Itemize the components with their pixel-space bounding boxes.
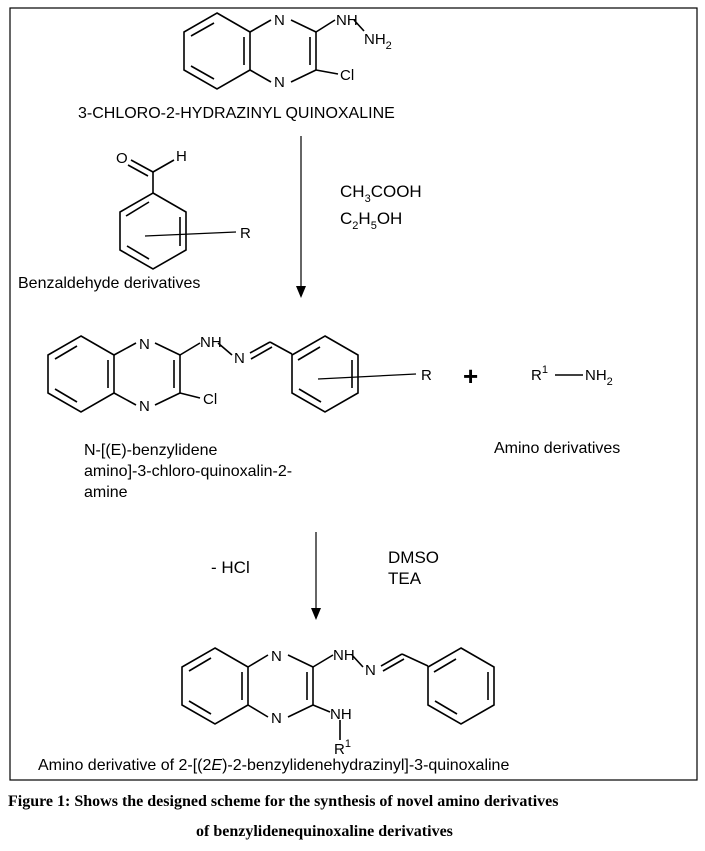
product-structure: N N NH N NH R1 (181, 647, 495, 758)
scheme-frame (9, 7, 698, 781)
amine-structure: R1 NH2 (531, 364, 613, 388)
reagent-acetic-acid: CH3COOH (340, 182, 422, 205)
atom-nh: NH (333, 647, 355, 664)
atom-o: O (116, 150, 128, 167)
amine-r: R1 (531, 364, 548, 384)
plus-sign: + (463, 361, 478, 391)
atom-nh2: NH2 (364, 31, 392, 52)
atom-h: H (176, 148, 187, 165)
atom-n-bottom: N (271, 710, 282, 727)
atom-n-bottom: N (274, 74, 285, 91)
atom-nh: NH (336, 12, 358, 29)
atom-cl: Cl (203, 391, 217, 408)
figure-caption-line2: of benzylidenequinoxaline derivatives (196, 823, 453, 840)
reagent-minus-hcl: - HCl (211, 558, 250, 577)
amine-label: Amino derivatives (494, 440, 620, 457)
intermediate-structure: N N NH N Cl R (47, 334, 432, 415)
aldehyde-structure: O H R (116, 148, 251, 270)
atom-n-top: N (139, 336, 150, 353)
reagent-ethanol: C2H5OH (340, 209, 402, 232)
figure-caption-line1: Figure 1: Shows the designed scheme for … (8, 793, 559, 810)
intermediate-name-line3: amine (84, 484, 128, 501)
product-name: Amino derivative of 2-[(2E)-2-benzyliden… (38, 757, 509, 774)
atom-nh-low: NH (330, 706, 352, 723)
reaction-arrow-1 (296, 136, 306, 298)
atom-nh: NH (200, 334, 222, 351)
atom-n: N (234, 350, 245, 367)
atom-r1: R1 (334, 738, 351, 758)
reaction-arrow-2 (311, 532, 321, 620)
atom-n-bottom: N (139, 398, 150, 415)
reagent-tea: TEA (388, 569, 422, 588)
aldehyde-label: Benzaldehyde derivatives (18, 275, 200, 292)
intermediate-name-line2: amino]-3-chloro-quinoxalin-2- (84, 463, 292, 480)
atom-r: R (240, 225, 251, 242)
atom-n: N (365, 662, 376, 679)
amine-nh2: NH2 (585, 367, 613, 388)
atom-n-top: N (271, 648, 282, 665)
atom-r: R (421, 367, 432, 384)
reagent-dmso: DMSO (388, 548, 439, 567)
start-compound-name: 3-CHLORO-2-HYDRAZINYL QUINOXALINE (78, 105, 395, 122)
atom-cl: Cl (340, 67, 354, 84)
atom-n-top: N (274, 12, 285, 29)
start-compound-structure: N N NH NH2 Cl (183, 12, 392, 91)
intermediate-name-line1: N-[(E)-benzylidene (84, 442, 217, 459)
